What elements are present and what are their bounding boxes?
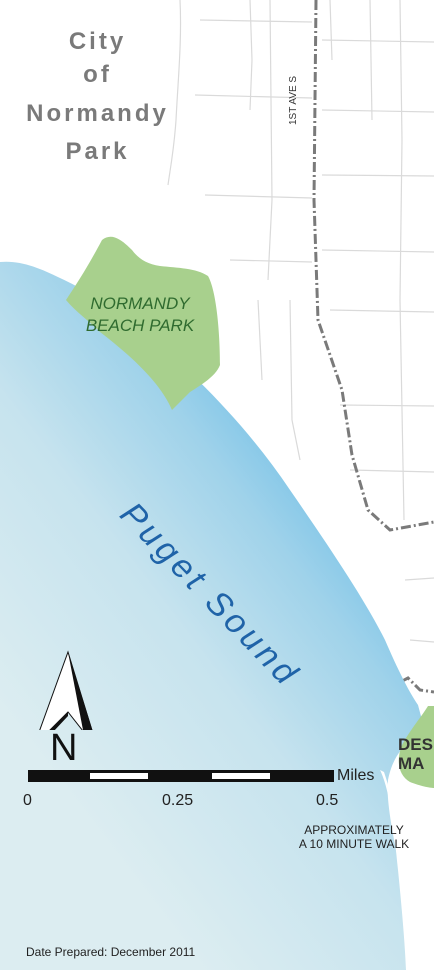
scale-unit: Miles (337, 767, 375, 784)
des-moines-label-line: MA (398, 754, 425, 773)
north-arrow-icon (39, 650, 93, 730)
city-label-line: of (83, 61, 112, 88)
normandy-beach-park (66, 236, 220, 410)
street-grid (167, 0, 434, 643)
scale-tick: 0.25 (162, 792, 194, 809)
city-label-line: City (68, 28, 127, 55)
park-label-line: BEACH PARK (85, 316, 195, 335)
road-label: 1ST AVE S (288, 75, 299, 125)
des-moines-park (398, 706, 434, 788)
puget-sound (0, 261, 422, 970)
scale-bar (28, 770, 334, 782)
date-prepared: Date Prepared: December 2011 (26, 945, 196, 959)
north-label: N (50, 727, 78, 769)
walk-note-line: A 10 MINUTE WALK (298, 837, 410, 851)
walk-note-line: APPROXIMATELY (304, 823, 404, 837)
scale-tick: 0 (23, 792, 32, 809)
walk-route (312, 0, 434, 694)
scale-tick: 0.5 (316, 792, 339, 809)
des-moines-label-line: DES (398, 735, 433, 754)
park-label-line: NORMANDY (90, 294, 190, 313)
shore-strip (380, 770, 414, 970)
city-label-line: Park (65, 138, 130, 165)
city-label-line: Normandy (26, 100, 169, 127)
